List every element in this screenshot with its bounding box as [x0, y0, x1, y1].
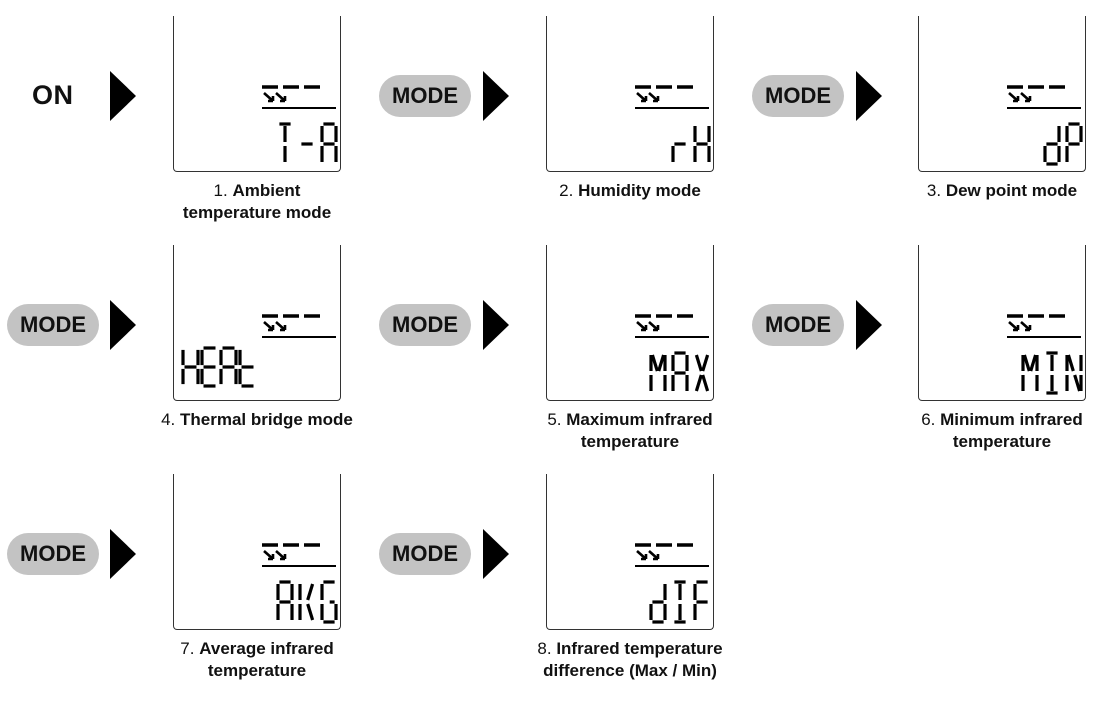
mode-caption-7: 7. Average infrared temperature — [127, 638, 387, 682]
mode-title-line: Humidity mode — [578, 181, 701, 200]
mode-number: 3. — [926, 181, 942, 200]
lcd-screen — [1007, 85, 1083, 166]
lcd-display-1 — [173, 16, 341, 172]
flow-arrow-icon — [110, 71, 136, 121]
lcd-segment — [701, 354, 710, 372]
mode-number: 4. — [161, 410, 176, 429]
mode-caption-6: 6. Minimum infrared temperature — [872, 409, 1105, 453]
mode-title-line: Dew point mode — [945, 181, 1078, 200]
mode-button[interactable]: MODE — [7, 304, 99, 346]
lcd-segment — [694, 374, 703, 392]
lcd-indicator-icon — [262, 314, 336, 338]
mode-button[interactable]: MODE — [379, 304, 471, 346]
mode-caption-2: 2. Humidity mode — [500, 180, 760, 202]
lcd-indicator-icon — [1007, 85, 1081, 109]
mode-caption-3: 3. Dew point mode — [872, 180, 1105, 202]
mode-number: 6. — [921, 410, 936, 429]
lcd-segment — [1066, 354, 1075, 372]
mode-title-line: Infrared temperature — [556, 639, 723, 658]
mode-number: 8. — [537, 639, 552, 658]
flow-arrow-icon — [483, 71, 509, 121]
lcd-screen — [635, 85, 711, 162]
mode-button[interactable]: MODE — [379, 533, 471, 575]
lcd-segment — [306, 583, 315, 601]
mode-caption-4: 4. Thermal bridge mode — [127, 409, 387, 431]
mode-button[interactable]: MODE — [752, 75, 844, 117]
lcd-display-6 — [918, 245, 1086, 401]
flow-arrow-icon — [110, 300, 136, 350]
lcd-screen — [262, 85, 338, 162]
mode-title-line: Ambient — [232, 181, 301, 200]
lcd-segment — [1073, 374, 1082, 392]
lcd-indicator-icon — [635, 314, 709, 338]
lcd-indicator-icon — [262, 85, 336, 109]
lcd-indicator-icon — [262, 543, 336, 567]
lcd-screen — [181, 314, 336, 388]
mode-number: 7. — [180, 639, 195, 658]
lcd-indicator-icon — [635, 543, 709, 567]
mode-number: 2. — [559, 181, 574, 200]
lcd-segment — [650, 354, 659, 372]
mode-title-line: temperature — [580, 432, 680, 451]
lcd-display-5 — [546, 245, 714, 401]
lcd-screen — [635, 543, 709, 624]
lcd-segment — [1022, 354, 1031, 372]
mode-title-line: temperature — [952, 432, 1052, 451]
mode-title-line: Minimum infrared — [940, 410, 1083, 429]
mode-button[interactable]: MODE — [7, 533, 99, 575]
mode-number: 5. — [547, 410, 562, 429]
lcd-display-8 — [546, 474, 714, 630]
mode-title-line: temperature — [207, 661, 307, 680]
flow-arrow-icon — [483, 529, 509, 579]
mode-title-line: difference (Max / Min) — [543, 661, 717, 680]
mode-caption-1: 1. Ambient temperature mode — [127, 180, 387, 224]
mode-caption-8: 8. Infrared temperature difference (Max … — [500, 638, 760, 682]
lcd-indicator-icon — [1007, 314, 1081, 338]
mode-number: 1. — [213, 181, 228, 200]
flow-arrow-icon — [856, 71, 882, 121]
mode-title-line: temperature mode — [182, 203, 332, 222]
flow-arrow-icon — [483, 300, 509, 350]
mode-button[interactable]: MODE — [379, 75, 471, 117]
lcd-screen — [262, 543, 338, 624]
lcd-segment — [694, 354, 703, 372]
lcd-segment — [1029, 354, 1038, 372]
lcd-display-7 — [173, 474, 341, 630]
lcd-indicator-icon — [635, 85, 709, 109]
on-label: ON — [32, 80, 74, 110]
lcd-display-2 — [546, 16, 714, 172]
flow-arrow-icon — [856, 300, 882, 350]
mode-caption-5: 5. Maximum infrared temperature — [500, 409, 760, 453]
lcd-screen — [635, 314, 710, 392]
lcd-segment — [657, 354, 666, 372]
mode-title-line: Thermal bridge mode — [180, 410, 353, 429]
lcd-screen — [1007, 314, 1083, 395]
mode-title-line: Average infrared — [199, 639, 334, 658]
lcd-segment — [306, 603, 315, 621]
mode-button[interactable]: MODE — [752, 304, 844, 346]
mode-title-line: Maximum infrared — [566, 410, 713, 429]
lcd-segment — [701, 374, 710, 392]
lcd-display-4 — [173, 245, 341, 401]
lcd-display-3 — [918, 16, 1086, 172]
flow-arrow-icon — [110, 529, 136, 579]
